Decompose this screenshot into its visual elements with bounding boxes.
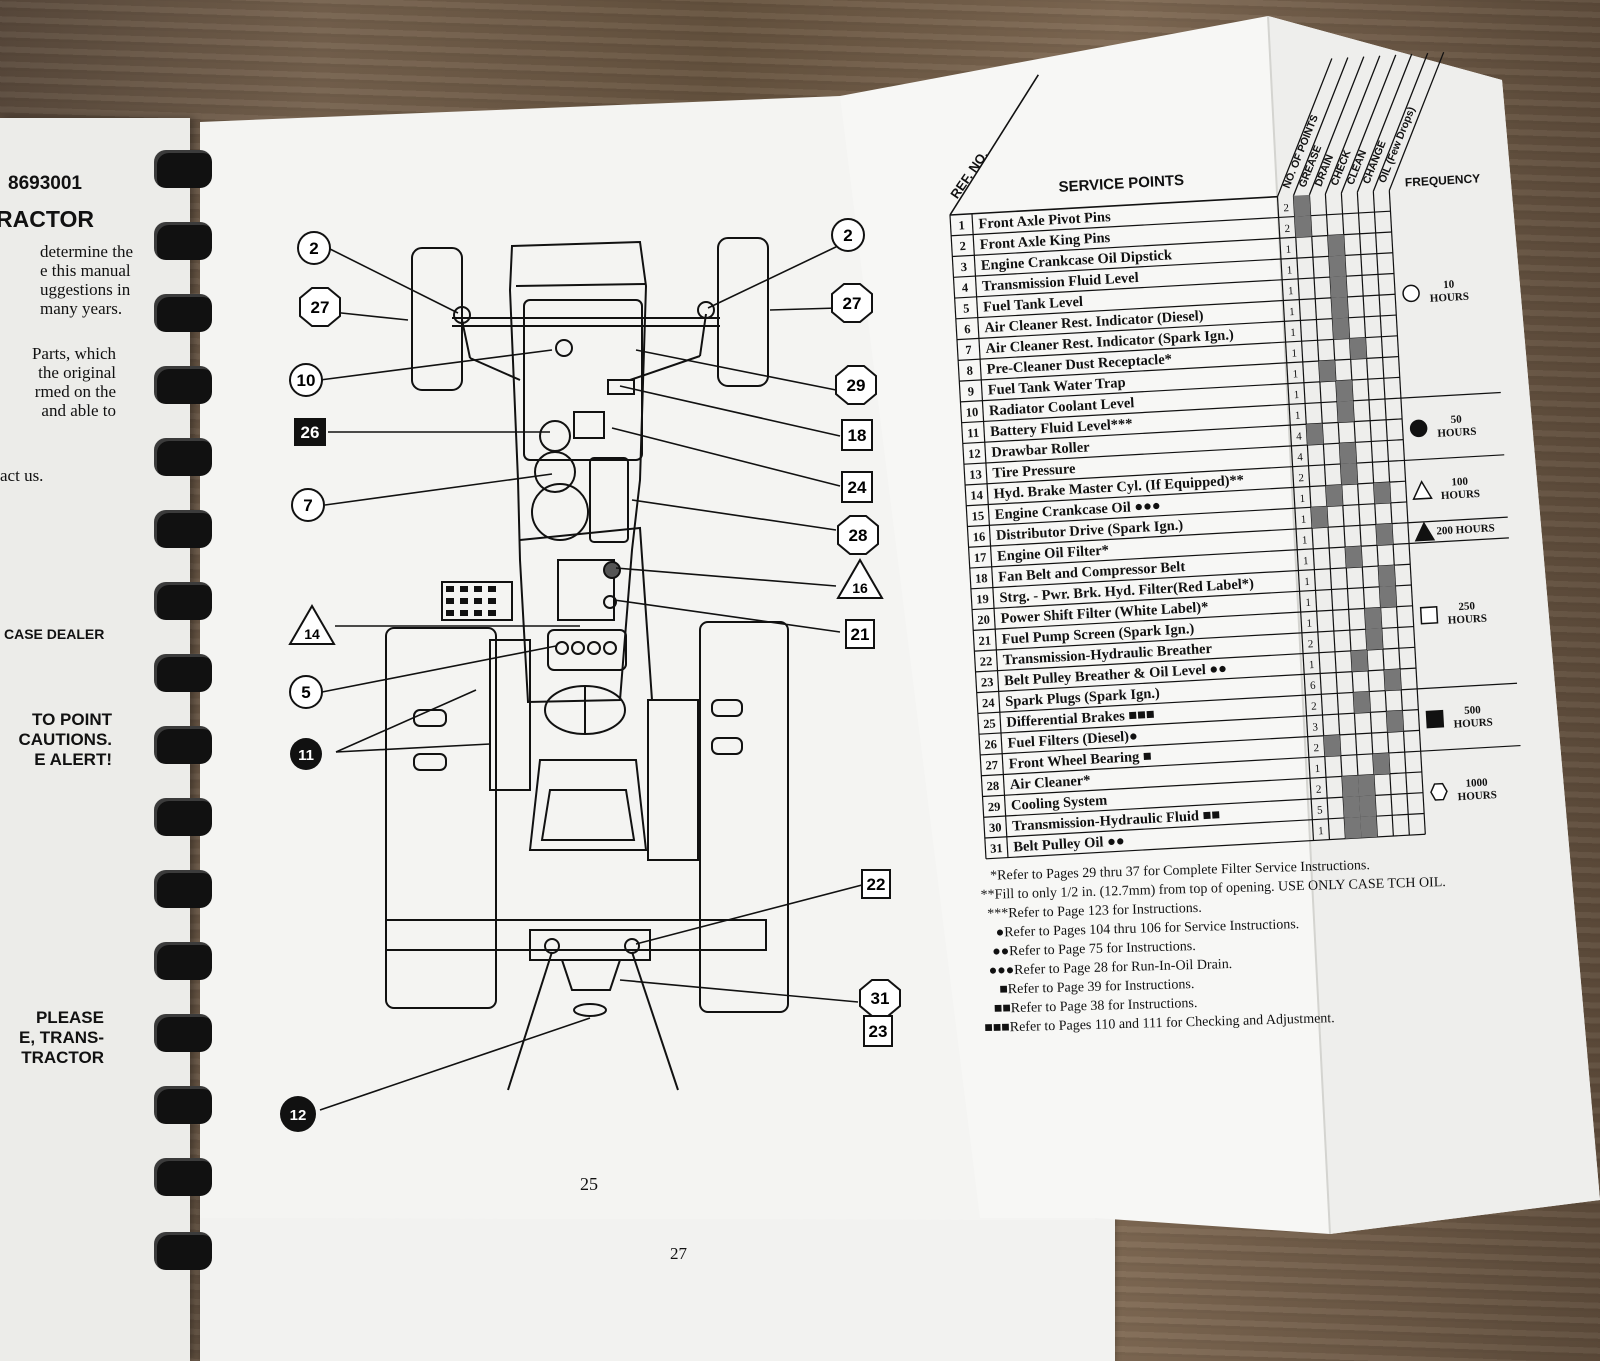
underlying-page-number: 27 [670, 1244, 687, 1263]
para3: act us. [0, 466, 44, 485]
part-number: 8693001 [8, 173, 82, 194]
dealer-label: CASE DEALER [4, 626, 105, 642]
underlying-page [200, 1180, 1115, 1361]
left-heading: RACTOR [0, 206, 94, 232]
